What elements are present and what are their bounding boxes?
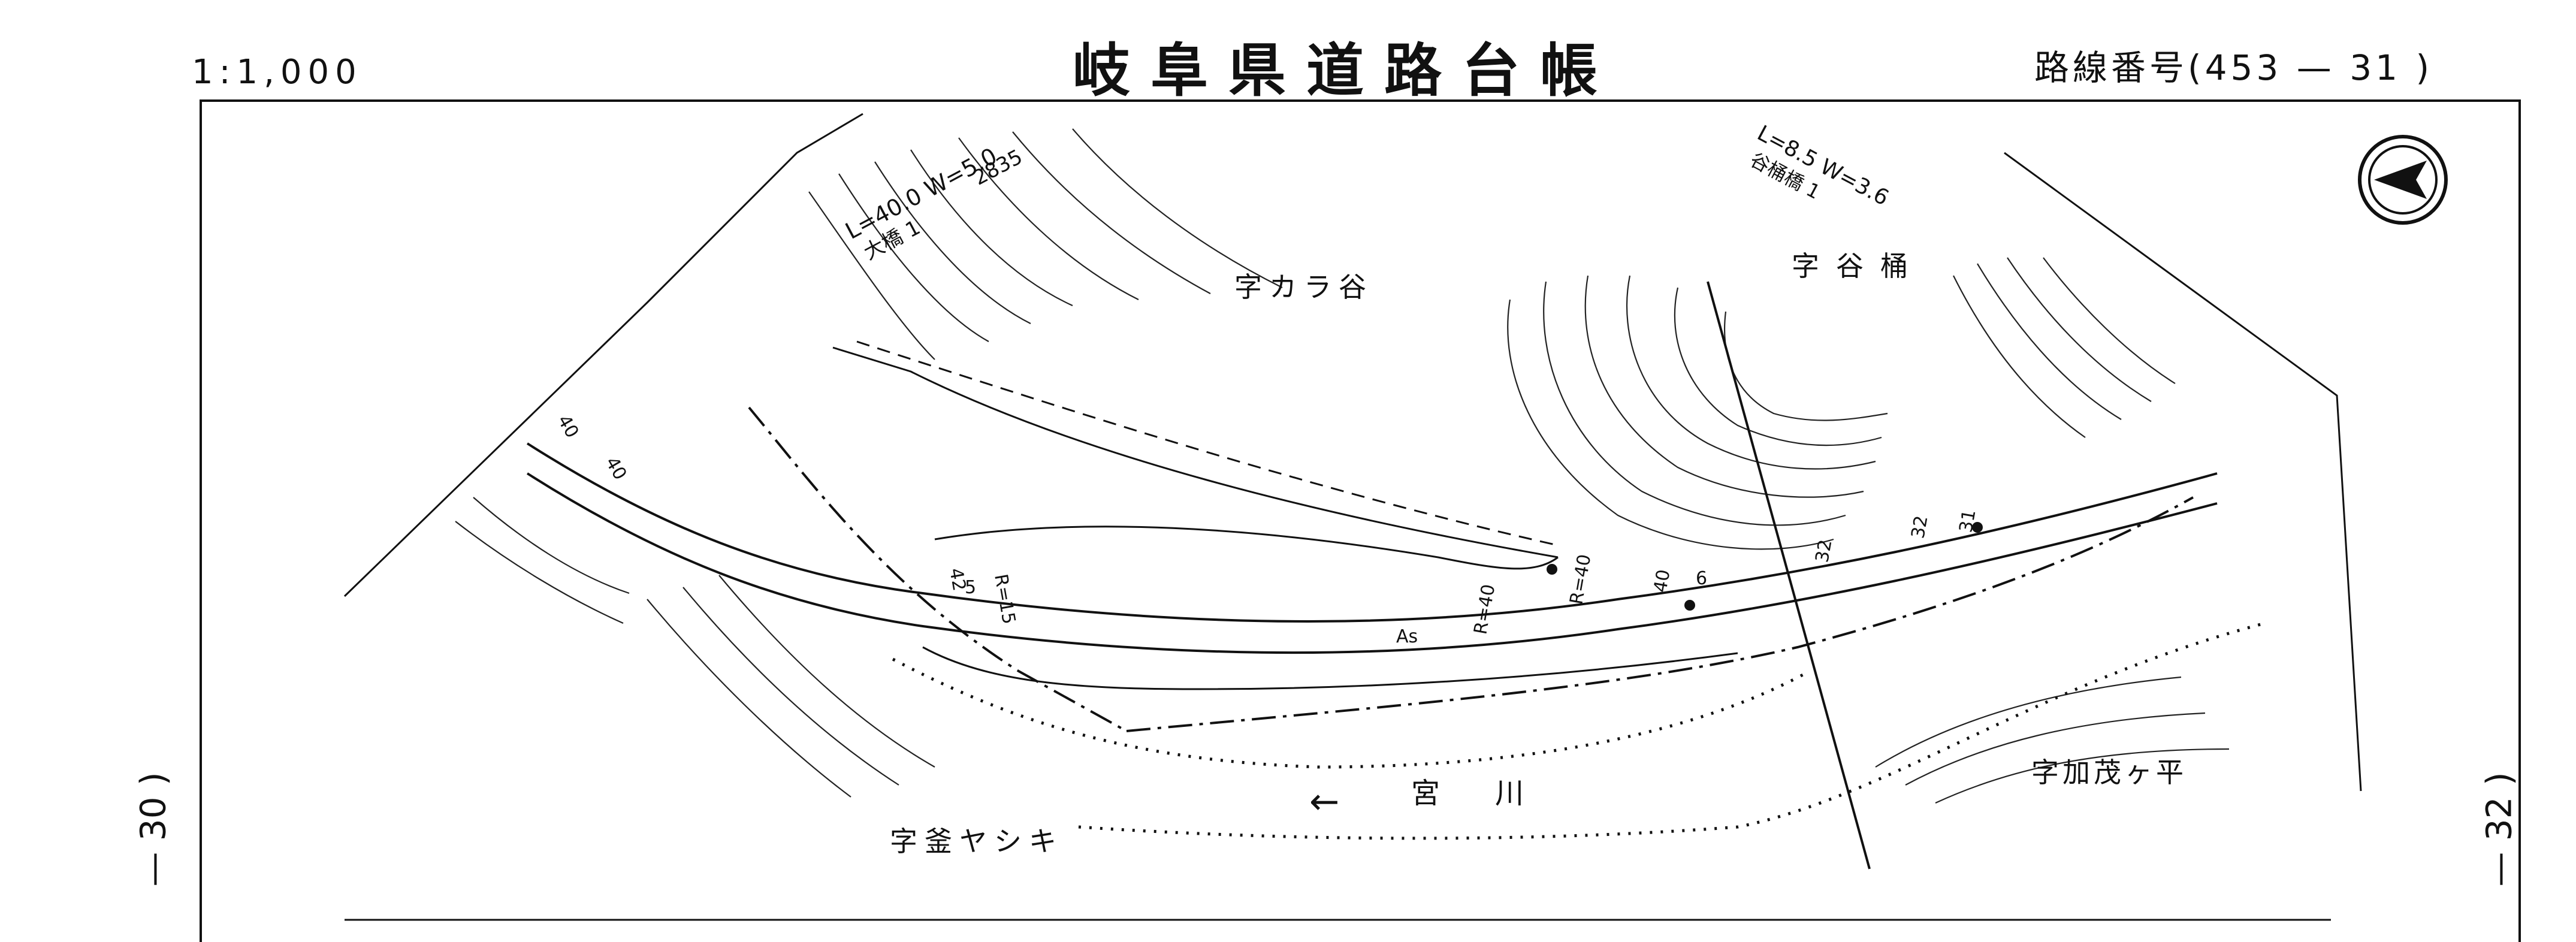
road-radius-3: R=40 bbox=[1470, 582, 1499, 636]
map-boundary bbox=[343, 113, 863, 597]
route-number: 路線番号(453 — 31 ) bbox=[2034, 47, 2433, 88]
road-width-4: 32 bbox=[1811, 538, 1836, 564]
place-tani-oke: 字谷桶 bbox=[1792, 250, 1925, 282]
road-surface-label: As bbox=[1396, 626, 1418, 647]
place-kama-yashiki: 字釜ヤシキ bbox=[890, 825, 1064, 858]
contours-lower-left bbox=[455, 497, 935, 798]
road-width-1: 40 bbox=[553, 412, 582, 442]
contours-center bbox=[1507, 275, 1888, 550]
north-arrow-icon bbox=[2358, 135, 2448, 225]
place-kara-dani: 字カラ谷 bbox=[1234, 271, 1373, 303]
map-boundary-right bbox=[2004, 152, 2362, 792]
river-banks bbox=[892, 621, 2266, 840]
bridge-large-dims: L=40.0 W=5.0 bbox=[841, 143, 1001, 244]
river-name: 宮 川 bbox=[1411, 777, 1537, 810]
river-flow-arrow: ← bbox=[1309, 781, 1339, 823]
road-width-2: 40 bbox=[601, 454, 630, 484]
survey-point bbox=[1547, 564, 1557, 575]
road-radius-1: R=15 bbox=[990, 572, 1019, 626]
page-title: 岐阜県道路台帳 bbox=[1073, 37, 1618, 104]
sheet-frame bbox=[200, 99, 2521, 942]
road-width-3: 40 bbox=[1650, 568, 1674, 594]
contours-right bbox=[1953, 257, 2176, 438]
road-main bbox=[526, 442, 2218, 654]
contours-upper-left bbox=[808, 128, 1283, 360]
road-width-7: 42 bbox=[945, 566, 970, 593]
road-radius-2: R=40 bbox=[1566, 552, 1595, 606]
survey-point bbox=[1972, 522, 1983, 533]
road-width-8: 6 bbox=[1696, 568, 1707, 589]
road-width-5: 32 bbox=[1907, 514, 1932, 541]
contours-lower-right bbox=[1875, 676, 2230, 804]
map-scale: 1:1,000 bbox=[192, 53, 363, 92]
survey-point bbox=[1684, 600, 1695, 611]
road-width-9: 5 bbox=[965, 577, 976, 598]
embankments bbox=[748, 281, 2194, 869]
place-kamo-ga-taira: 字加茂ヶ平 bbox=[2031, 756, 2187, 789]
